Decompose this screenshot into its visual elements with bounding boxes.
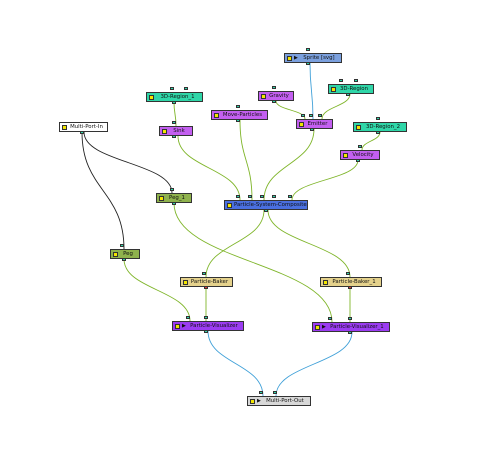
- node-color-swatch-icon: [343, 152, 348, 158]
- node-port[interactable]: [260, 195, 264, 198]
- node-port[interactable]: [348, 331, 352, 334]
- wire-peg-1-to-visualizer-1[interactable]: [173, 202, 333, 323]
- node-port[interactable]: [204, 286, 208, 289]
- play-icon: ▶: [182, 323, 186, 329]
- wire-multi-port-in-to-peg[interactable]: [81, 131, 125, 250]
- node-color-swatch-icon: [159, 195, 164, 201]
- node-color-swatch-icon: [356, 124, 361, 130]
- node-color-swatch-icon: [227, 202, 232, 208]
- wire-sink-to-composite[interactable]: [177, 135, 241, 201]
- node-3d-region-2[interactable]: 3D-Region_2: [353, 122, 407, 132]
- node-port[interactable]: [328, 317, 332, 320]
- wire-multi-port-in-to-peg-1[interactable]: [83, 131, 173, 194]
- node-color-swatch-icon: [149, 94, 154, 100]
- node-color-swatch-icon: [261, 93, 266, 99]
- node-port[interactable]: [272, 195, 276, 198]
- node-port[interactable]: [273, 391, 277, 394]
- node-color-swatch-icon: [299, 121, 304, 127]
- node-color-swatch-icon: [175, 323, 180, 329]
- node-color-swatch-icon: [323, 279, 328, 285]
- node-port[interactable]: [272, 100, 276, 103]
- wire-visualizer-1-to-multi-port-out[interactable]: [275, 331, 353, 397]
- node-sprite[interactable]: ▶ Sprite [svg]: [284, 53, 342, 63]
- node-port[interactable]: [348, 317, 352, 320]
- node-color-swatch-icon: [250, 398, 255, 404]
- node-port[interactable]: [306, 62, 310, 65]
- node-port[interactable]: [272, 86, 276, 89]
- node-port[interactable]: [172, 135, 176, 138]
- node-port[interactable]: [248, 195, 252, 198]
- node-port[interactable]: [346, 272, 350, 275]
- node-port[interactable]: [318, 114, 322, 117]
- node-port[interactable]: [259, 391, 263, 394]
- node-port[interactable]: [204, 316, 208, 319]
- node-color-swatch-icon: [162, 128, 167, 134]
- node-port[interactable]: [354, 79, 358, 82]
- node-color-swatch-icon: [331, 86, 336, 92]
- node-port[interactable]: [236, 195, 240, 198]
- node-port[interactable]: [80, 131, 84, 134]
- node-port[interactable]: [301, 114, 305, 117]
- node-port[interactable]: [288, 195, 292, 198]
- node-color-swatch-icon: [183, 279, 188, 285]
- wire-3d-region-2-to-velocity[interactable]: [361, 131, 381, 151]
- wire-composite-to-baker-1[interactable]: [267, 209, 351, 278]
- node-port[interactable]: [172, 121, 176, 124]
- node-port[interactable]: [120, 244, 124, 247]
- node-port[interactable]: [358, 145, 362, 148]
- play-icon: ▶: [322, 324, 326, 330]
- node-sink[interactable]: Sink: [159, 126, 193, 136]
- wire-3d-region-to-emitter[interactable]: [321, 93, 351, 120]
- wire-sprite-to-emitter[interactable]: [309, 62, 314, 120]
- node-color-swatch-icon: [62, 124, 67, 130]
- node-port[interactable]: [348, 286, 352, 289]
- wire-move-particles-to-composite[interactable]: [239, 119, 253, 201]
- node-port[interactable]: [306, 48, 310, 51]
- node-gravity[interactable]: Gravity: [258, 91, 294, 101]
- wire-visualizer-to-multi-port-out[interactable]: [207, 330, 264, 397]
- wire-peg-to-visualizer[interactable]: [123, 258, 191, 322]
- node-port[interactable]: [172, 101, 176, 104]
- node-particle-visualizer[interactable]: ▶ Particle-Visualizer: [172, 321, 244, 331]
- node-port[interactable]: [202, 272, 206, 275]
- play-icon: ▶: [294, 55, 298, 61]
- node-velocity[interactable]: Velocity: [340, 150, 380, 160]
- wire-emitter-to-composite[interactable]: [263, 128, 315, 201]
- node-port[interactable]: [236, 105, 240, 108]
- node-multi-port-out[interactable]: ▶ Multi-Port-Out: [247, 396, 311, 406]
- node-port[interactable]: [172, 202, 176, 205]
- node-port[interactable]: [204, 330, 208, 333]
- play-icon: ▶: [257, 398, 261, 404]
- wire-composite-to-baker[interactable]: [205, 209, 265, 278]
- node-port[interactable]: [122, 258, 126, 261]
- node-port[interactable]: [309, 114, 313, 117]
- node-port[interactable]: [184, 87, 188, 90]
- node-emitter[interactable]: Emitter: [296, 119, 333, 129]
- node-port[interactable]: [264, 209, 268, 212]
- node-color-swatch-icon: [287, 55, 292, 61]
- node-port[interactable]: [170, 87, 174, 90]
- wire-velocity-to-composite[interactable]: [291, 159, 359, 201]
- node-port[interactable]: [376, 131, 380, 134]
- node-color-swatch-icon: [315, 324, 320, 330]
- node-port[interactable]: [346, 93, 350, 96]
- node-port[interactable]: [170, 188, 174, 191]
- node-port[interactable]: [376, 117, 380, 120]
- node-port[interactable]: [356, 159, 360, 162]
- node-port[interactable]: [339, 79, 343, 82]
- node-port[interactable]: [310, 128, 314, 131]
- node-port[interactable]: [236, 119, 240, 122]
- node-color-swatch-icon: [113, 251, 118, 257]
- node-port[interactable]: [186, 316, 190, 319]
- node-color-swatch-icon: [214, 112, 219, 118]
- node-3d-region[interactable]: 3D-Region: [328, 84, 374, 94]
